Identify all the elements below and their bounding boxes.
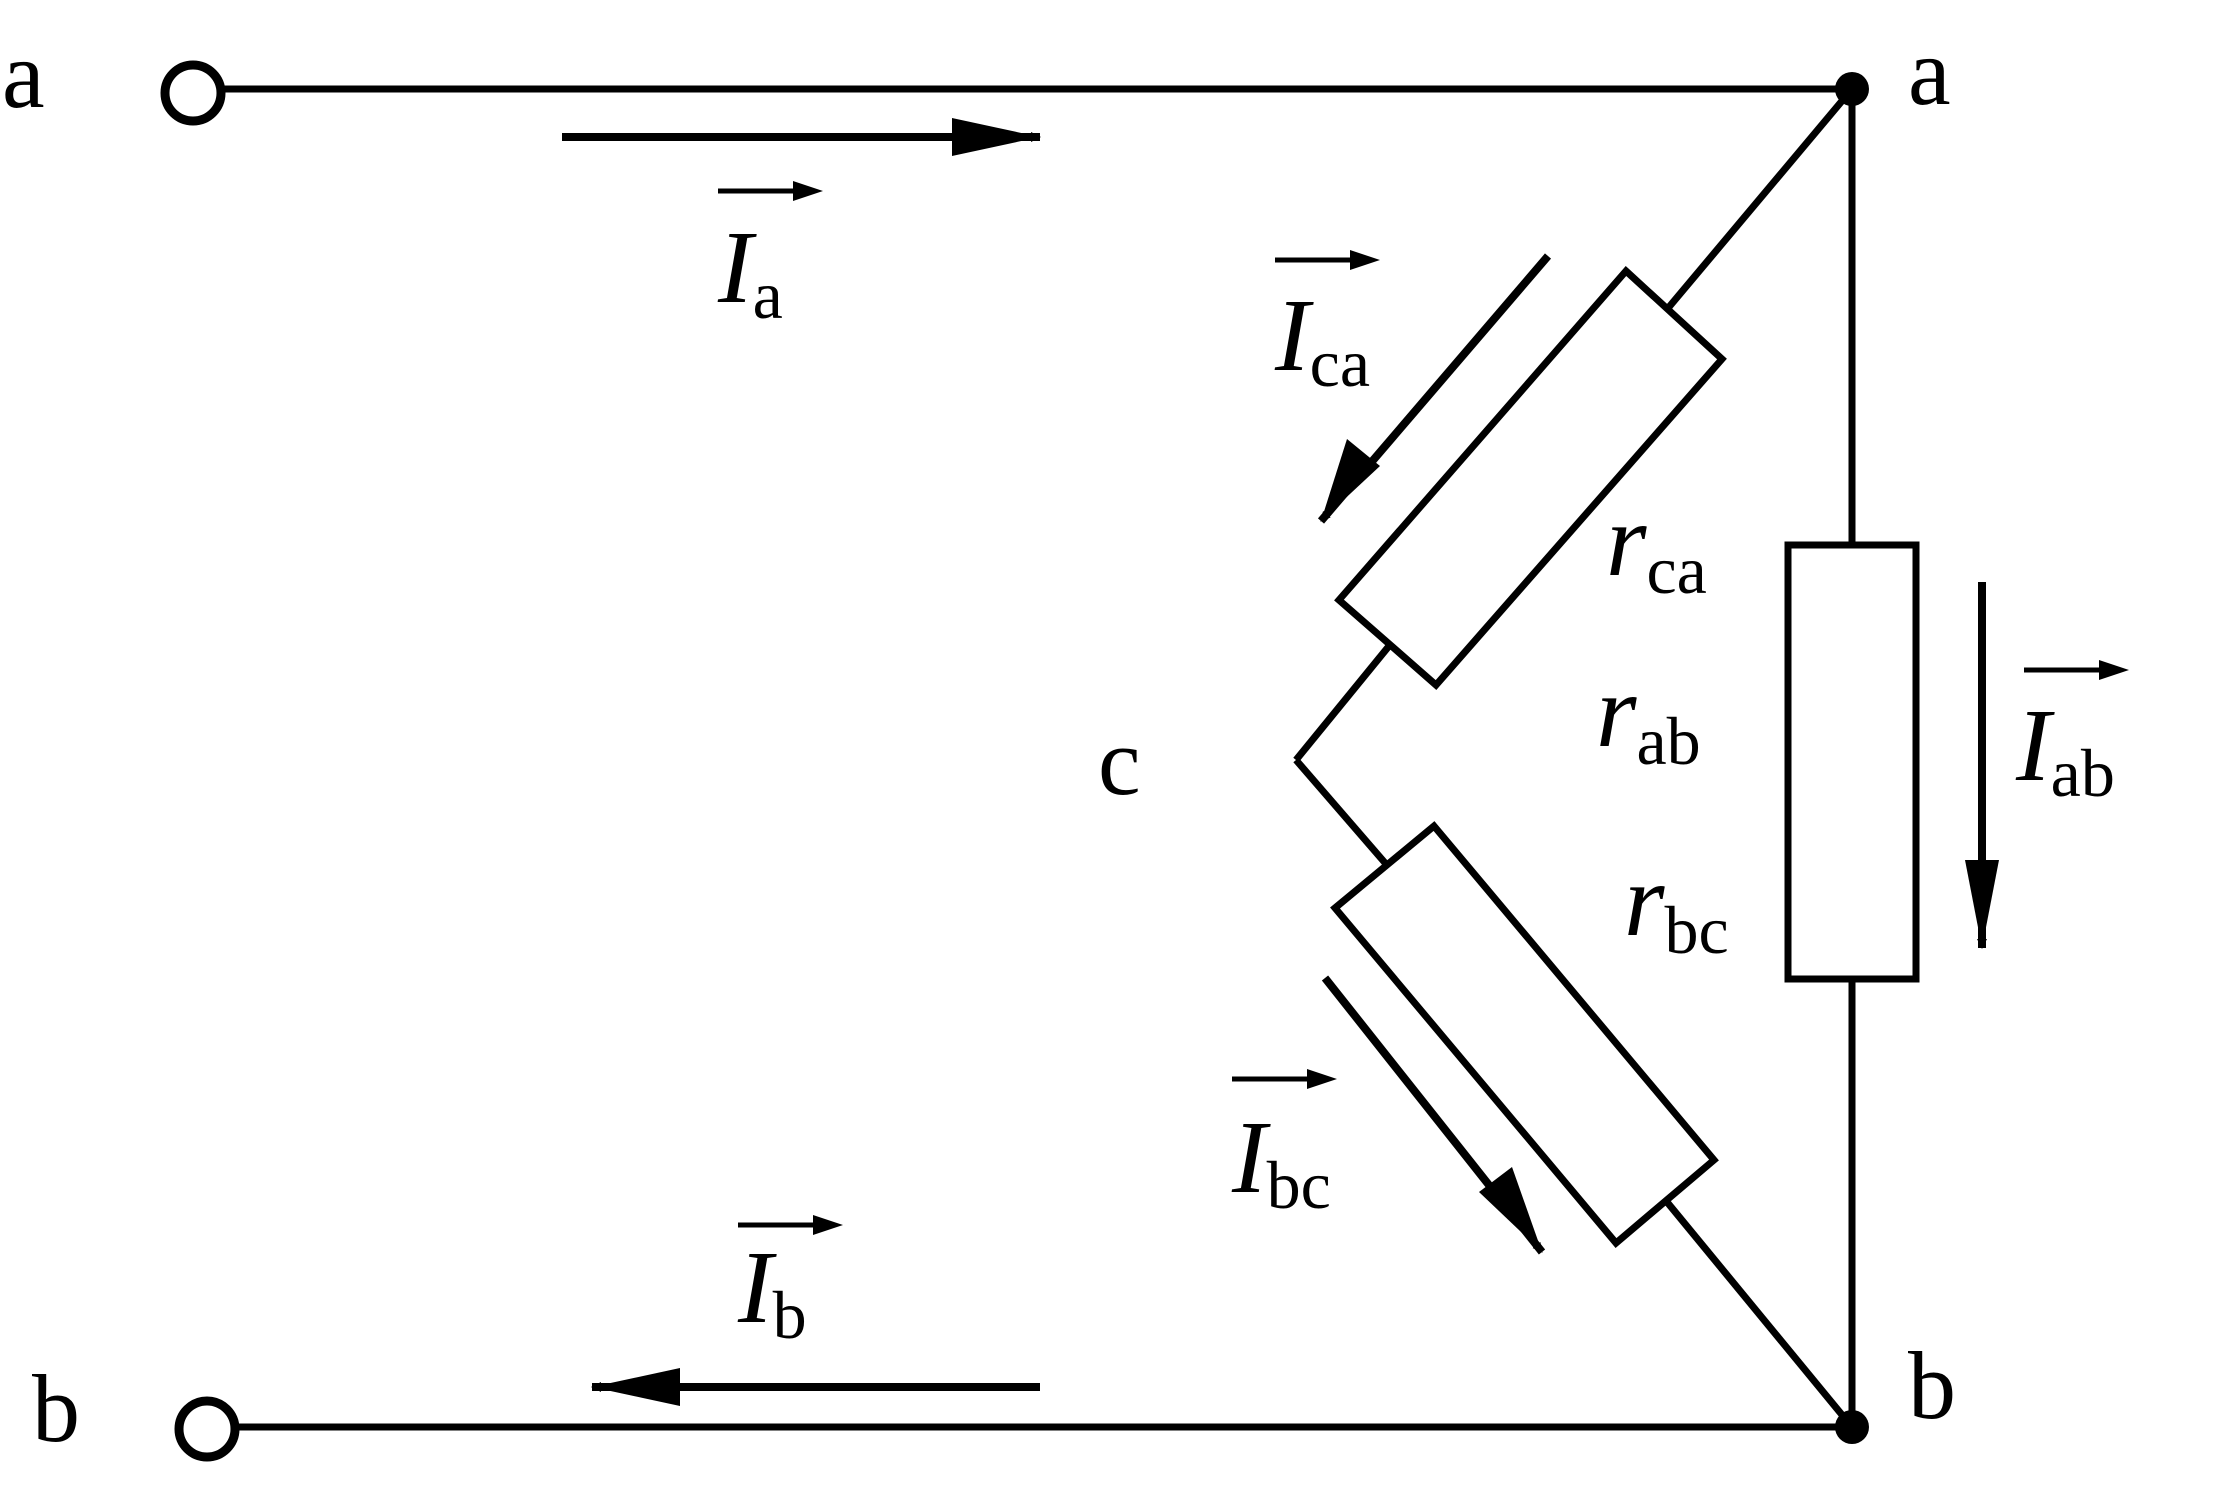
label-Ia: Ia [717,210,783,333]
wire-rbc-b [1664,1199,1855,1430]
vector-mark-head-Ib [813,1215,843,1235]
arrowhead-Ib [592,1368,680,1406]
label-node-b-right: b [1908,1332,1956,1439]
label-Ica: Ica [1274,278,1370,401]
vector-mark-head-Ibc [1307,1069,1337,1089]
vector-mark-head-Ia [793,181,823,201]
resistor-rca [1334,265,1727,690]
label-node-b-left: b [32,1355,80,1462]
label-Ibc: Ibc [1231,1100,1331,1223]
arrowhead-Iab [1965,860,1999,948]
resistor-rbc [1330,821,1719,1248]
vector-mark-head-Iab [2099,660,2129,680]
label-node-a-left: a [2,21,45,128]
label-Iab: Iab [2015,688,2115,811]
label-Ib: Ib [737,1230,807,1353]
resistor-rab [1784,541,1920,983]
terminal-a[interactable] [160,60,226,126]
terminal-b[interactable] [174,1396,240,1462]
arrowhead-Ibc [1479,1167,1542,1252]
label-rab: rab [1596,654,1701,779]
vector-mark-head-Ica [1350,250,1380,270]
arrowhead-Ia [952,118,1040,156]
wire-c-rbc [1293,757,1389,867]
wire-rca-c [1293,643,1392,763]
arrowhead-Ica [1321,439,1380,521]
wire-a-rca [1666,86,1855,310]
node-dot-b [1835,1410,1869,1444]
label-rbc: rbc [1624,843,1729,968]
node-dot-a [1835,72,1869,106]
label-node-a-right: a [1908,18,1951,125]
label-rca: rca [1606,483,1707,608]
label-node-c: c [1098,708,1141,815]
